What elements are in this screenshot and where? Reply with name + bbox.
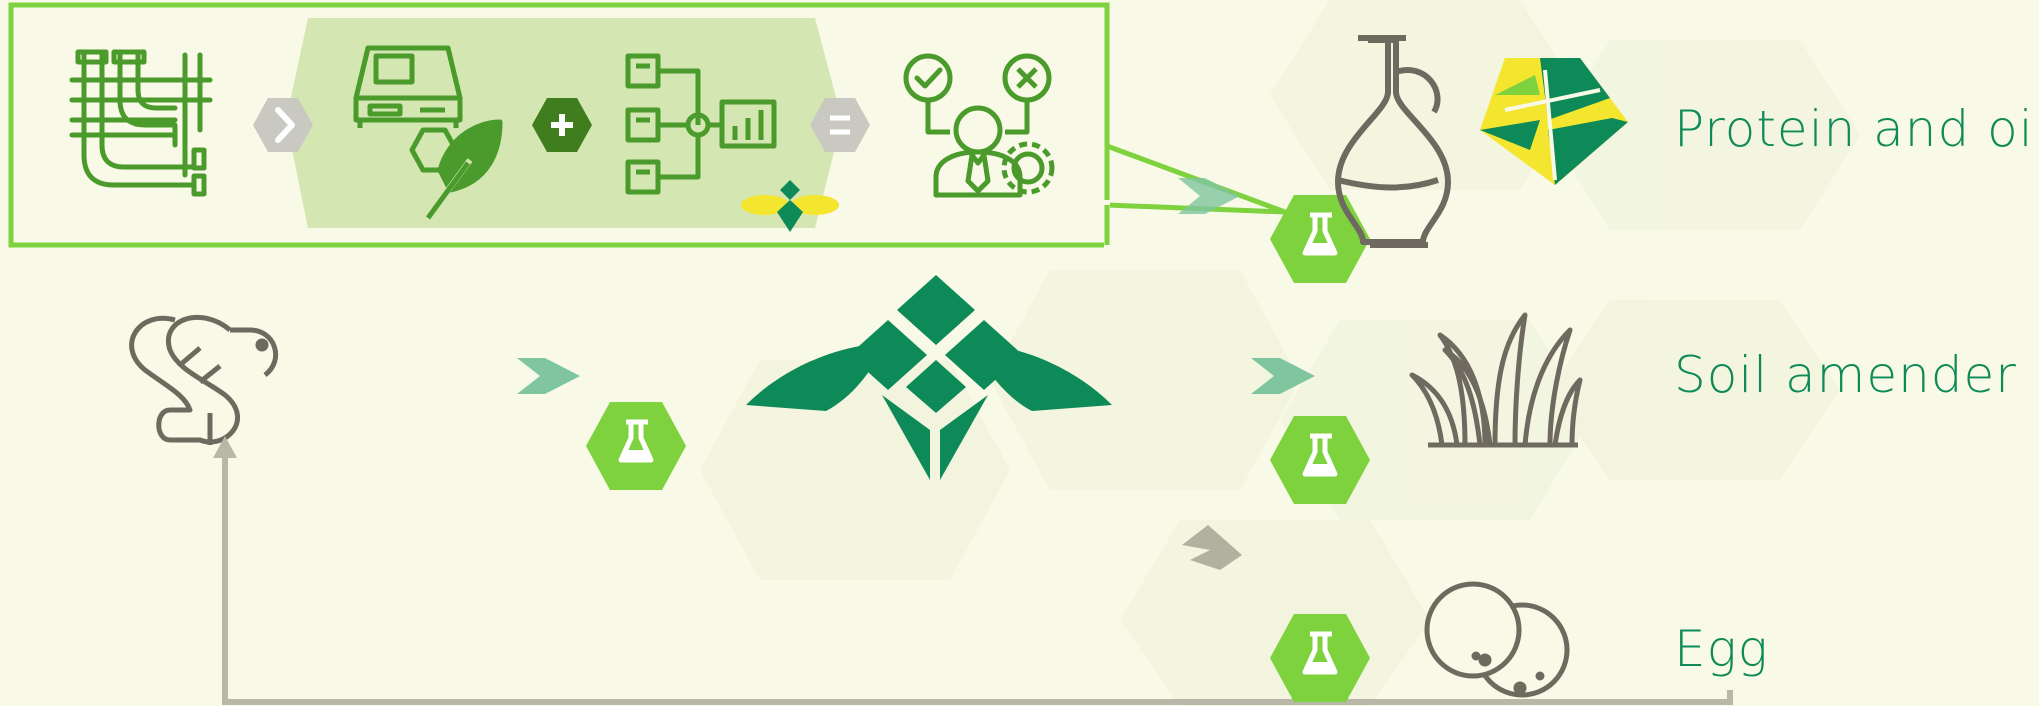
return-arrow bbox=[213, 436, 1733, 705]
pipes-icon bbox=[69, 49, 213, 197]
decision-person-icon bbox=[903, 53, 1055, 198]
central-logo bbox=[746, 275, 1112, 480]
plus-icon bbox=[532, 98, 592, 152]
product-label-soil: Soil amender bbox=[1674, 346, 2017, 404]
lab-hex-egg bbox=[1270, 614, 1370, 702]
arrow-to-egg bbox=[1182, 525, 1242, 570]
background-hexagons bbox=[700, 0, 1860, 706]
lab-hex-soil bbox=[1270, 416, 1370, 504]
egg-icon bbox=[1424, 581, 1570, 698]
chevron-icon bbox=[253, 98, 313, 152]
lab-hex-protein bbox=[1270, 195, 1370, 283]
machine-leaf-icon bbox=[353, 45, 503, 220]
input-arrow bbox=[517, 358, 580, 394]
worm-icon bbox=[129, 314, 279, 445]
map-icon bbox=[1480, 58, 1628, 185]
arrow-to-soil bbox=[1251, 358, 1315, 394]
oil-jug-icon bbox=[1335, 35, 1451, 248]
equals-icon bbox=[810, 98, 870, 152]
process-chart-icon bbox=[625, 53, 777, 195]
process-bar-frame bbox=[8, 2, 1110, 248]
arrow-to-protein bbox=[1178, 178, 1240, 214]
grass-icon bbox=[1409, 312, 1583, 448]
product-label-egg: Egg bbox=[1674, 620, 1769, 678]
process-bar bbox=[8, 2, 1286, 248]
small-logo-icon bbox=[741, 180, 839, 232]
product-label-protein: Protein and oil bbox=[1674, 100, 2039, 158]
lab-hex-input bbox=[586, 402, 686, 490]
